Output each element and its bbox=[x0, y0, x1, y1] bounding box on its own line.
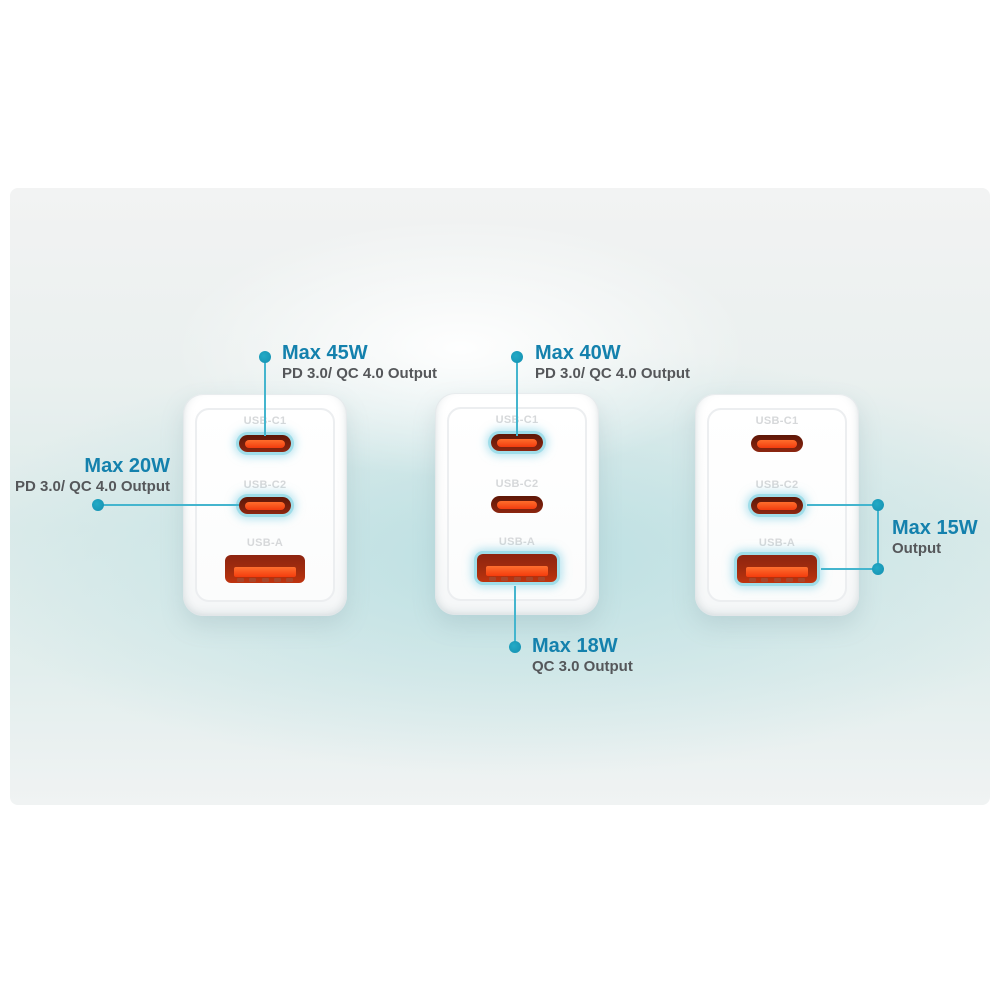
usb-c-pin-icon bbox=[497, 438, 537, 447]
leader-line-max18 bbox=[514, 586, 516, 643]
annotation-max45: Max 45W PD 3.0/ QC 4.0 Output bbox=[282, 343, 437, 382]
usb-a-label: USB-A bbox=[246, 537, 284, 549]
annotation-max15: Max 15W Output bbox=[892, 518, 978, 557]
annotation-subtitle: Output bbox=[892, 540, 942, 557]
annotation-subtitle: PD 3.0/ QC 4.0 Output bbox=[282, 365, 438, 382]
annotation-title: Max 20W bbox=[84, 455, 170, 477]
usb-c2-label: USB-C2 bbox=[243, 479, 287, 491]
usb-c-pin-icon bbox=[497, 500, 537, 509]
leader-dot-max45 bbox=[259, 351, 271, 363]
leader-line-max45 bbox=[264, 361, 266, 436]
annotation-title: Max 45W bbox=[282, 342, 368, 364]
usb-a-tongue-icon bbox=[746, 567, 808, 577]
usb-c-pin-icon bbox=[245, 439, 285, 448]
leader-dot-max18 bbox=[509, 641, 521, 653]
usb-c1-port-icon bbox=[751, 435, 803, 452]
charger-left: USB-C1 USB-C2 USB-A bbox=[183, 394, 347, 616]
leader-line-max40 bbox=[516, 361, 518, 436]
leader-line-max15-top bbox=[807, 504, 878, 506]
leader-line-max15-vertical bbox=[877, 504, 879, 569]
usb-c2-label: USB-C2 bbox=[755, 479, 799, 491]
usb-a-contacts-icon bbox=[749, 578, 805, 582]
annotation-title: Max 15W bbox=[892, 517, 978, 539]
usb-a-label: USB-A bbox=[498, 536, 536, 548]
usb-c2-port-icon bbox=[491, 496, 543, 513]
usb-a-label: USB-A bbox=[758, 537, 796, 549]
usb-a-port-icon bbox=[737, 555, 817, 583]
leader-dot-max15-top bbox=[872, 499, 884, 511]
leader-dot-max20 bbox=[92, 499, 104, 511]
annotation-subtitle: PD 3.0/ QC 4.0 Output bbox=[535, 365, 691, 382]
usb-a-tongue-icon bbox=[486, 566, 548, 576]
usb-a-port-icon bbox=[477, 554, 557, 582]
leader-dot-max15-bottom bbox=[872, 563, 884, 575]
usb-a-tongue-icon bbox=[234, 567, 296, 577]
annotation-subtitle: PD 3.0/ QC 4.0 Output bbox=[14, 478, 170, 495]
annotation-max20: Max 20W PD 3.0/ QC 4.0 Output bbox=[15, 456, 170, 495]
annotation-subtitle: QC 3.0 Output bbox=[532, 658, 633, 675]
usb-a-port-icon bbox=[225, 555, 305, 583]
annotation-title: Max 18W bbox=[532, 635, 618, 657]
usb-c-pin-icon bbox=[757, 501, 797, 510]
annotation-title: Max 40W bbox=[535, 342, 621, 364]
leader-line-max15-bottom bbox=[821, 568, 878, 570]
charger-middle: USB-C1 USB-C2 USB-A bbox=[435, 393, 599, 615]
usb-c2-port-icon bbox=[239, 497, 291, 514]
usb-c2-port-icon bbox=[751, 497, 803, 514]
leader-line-max20 bbox=[100, 504, 239, 506]
annotation-max40: Max 40W PD 3.0/ QC 4.0 Output bbox=[535, 343, 690, 382]
usb-a-contacts-icon bbox=[237, 578, 293, 582]
usb-c-pin-icon bbox=[757, 439, 797, 448]
usb-c1-port-icon bbox=[239, 435, 291, 452]
leader-dot-max40 bbox=[511, 351, 523, 363]
usb-c1-label: USB-C1 bbox=[755, 415, 799, 427]
usb-a-contacts-icon bbox=[489, 577, 545, 581]
usb-c1-port-icon bbox=[491, 434, 543, 451]
usb-c2-label: USB-C2 bbox=[495, 478, 539, 490]
usb-c-pin-icon bbox=[245, 501, 285, 510]
annotation-max18: Max 18W QC 3.0 Output bbox=[532, 636, 633, 675]
